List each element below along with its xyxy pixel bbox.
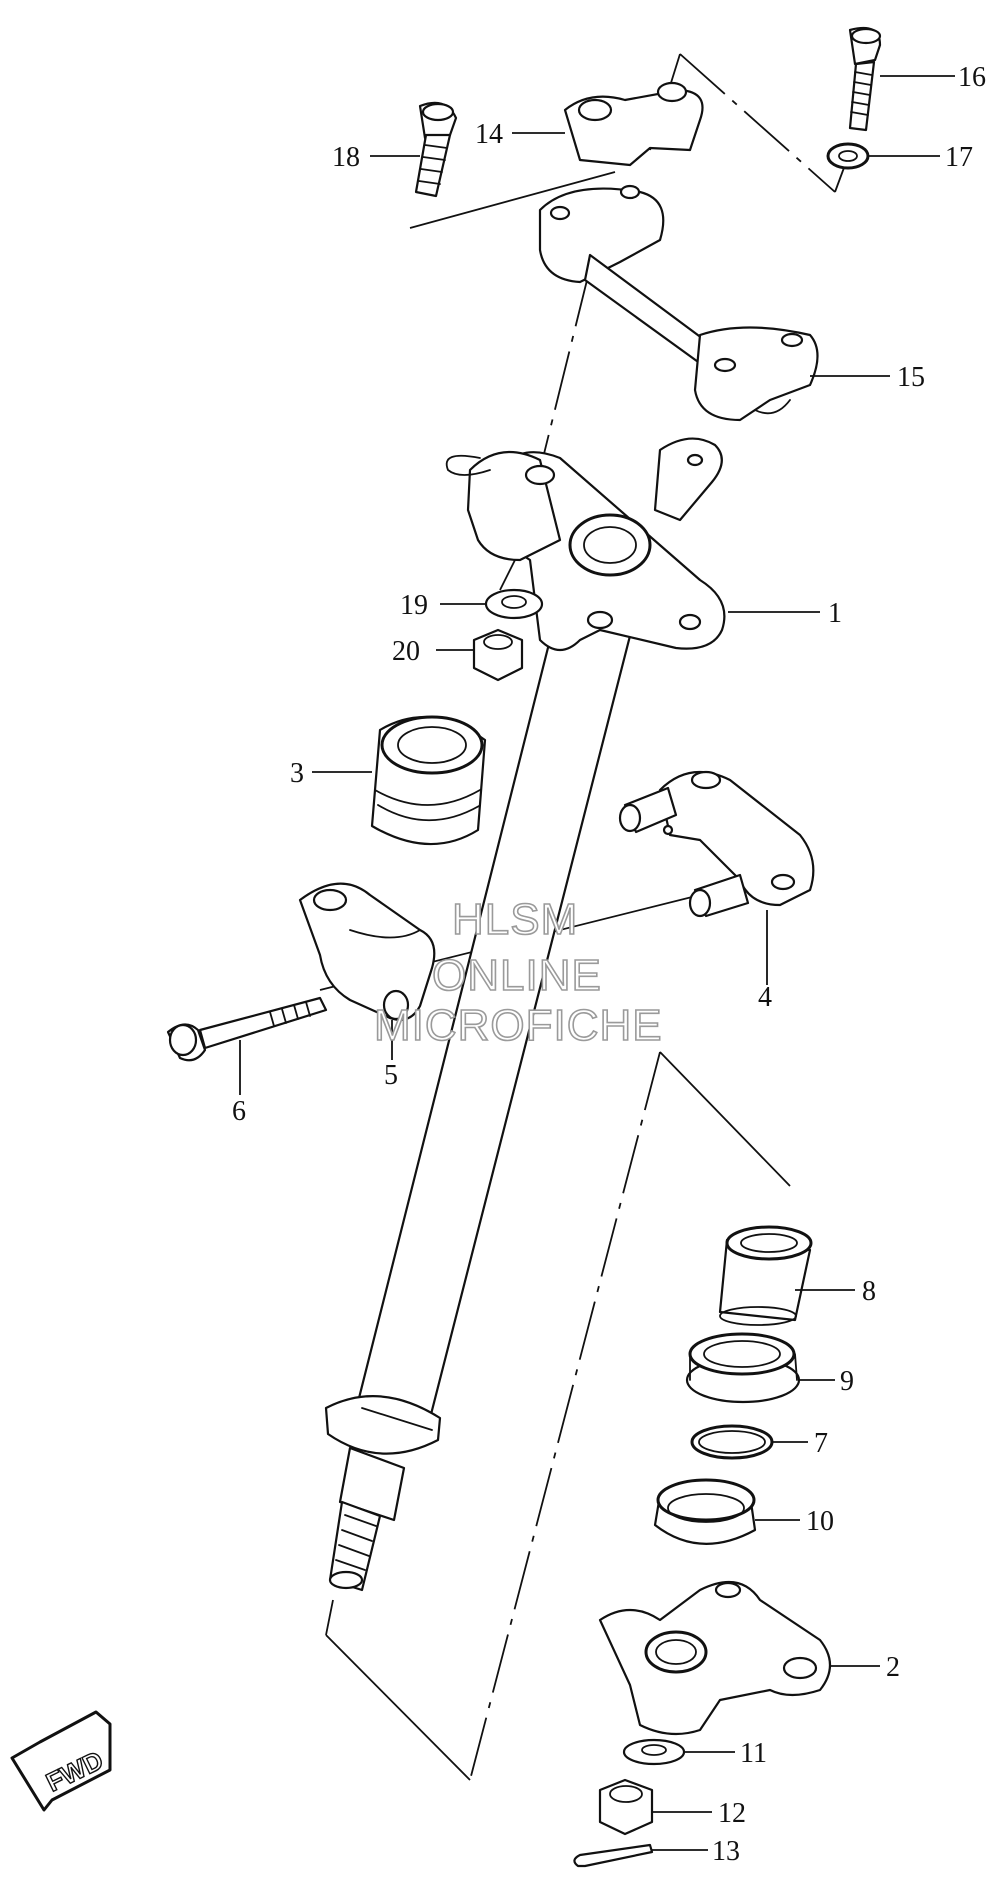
part-1-upper-bracket: [445, 437, 726, 652]
callout-7: 7: [814, 1428, 828, 1459]
callout-20: 20: [392, 636, 420, 667]
callout-10: 10: [806, 1506, 834, 1537]
callout-17: 17: [945, 142, 973, 173]
callout-3: 3: [290, 758, 304, 789]
part-18-bolt: [414, 101, 458, 198]
part-2-lever: [598, 1580, 832, 1736]
callout-9: 9: [840, 1366, 854, 1397]
part-16-bolt: [848, 26, 882, 132]
callout-6: 6: [232, 1096, 246, 1127]
callout-2: 2: [886, 1652, 900, 1683]
callout-labels: 1 2 3 4 5 6 7 8 9 10 11 12 13 14 15 16 1…: [232, 62, 986, 1867]
steering-shaft: [324, 598, 634, 1592]
part-13-cotter-pin: [573, 1843, 654, 1868]
callout-19: 19: [400, 590, 428, 621]
watermark-line-3: MICROFICHE: [374, 1001, 663, 1050]
callout-5: 5: [384, 1060, 398, 1091]
part-20-nut: [472, 628, 524, 682]
watermark-line-2: ONLINE: [432, 951, 602, 1000]
callout-14: 14: [475, 119, 503, 150]
part-3-bushing: [370, 715, 487, 846]
part-10-cup: [653, 1478, 757, 1545]
callout-15: 15: [897, 362, 925, 393]
callout-13: 13: [712, 1836, 740, 1867]
callout-11: 11: [740, 1738, 767, 1769]
leader-lines: [239, 75, 955, 1851]
part-8-sleeve: [718, 1225, 813, 1326]
callout-18: 18: [332, 142, 360, 173]
callout-12: 12: [718, 1798, 746, 1829]
callout-16: 16: [958, 62, 986, 93]
part-5-clamp: [298, 882, 436, 1021]
callout-4: 4: [758, 982, 772, 1013]
part-7-oring: [690, 1424, 774, 1460]
part-14-holder: [563, 81, 704, 167]
part-19-washer: [484, 588, 544, 620]
part-9-race: [685, 1332, 801, 1404]
part-11-washer: [622, 1738, 686, 1766]
watermark-line-1: HLSM: [452, 895, 578, 944]
part-4-clamp: [618, 770, 815, 918]
part-12-nut: [598, 1778, 654, 1836]
watermark: HLSM ONLINE MICROFICHE: [373, 894, 663, 1051]
part-17-washer: [826, 142, 870, 170]
fwd-arrow: FWD: [10, 1710, 112, 1812]
part-6-bolt: [166, 996, 328, 1062]
callout-1: 1: [828, 598, 842, 629]
part-15-holder: [538, 184, 819, 422]
callout-8: 8: [862, 1276, 876, 1307]
